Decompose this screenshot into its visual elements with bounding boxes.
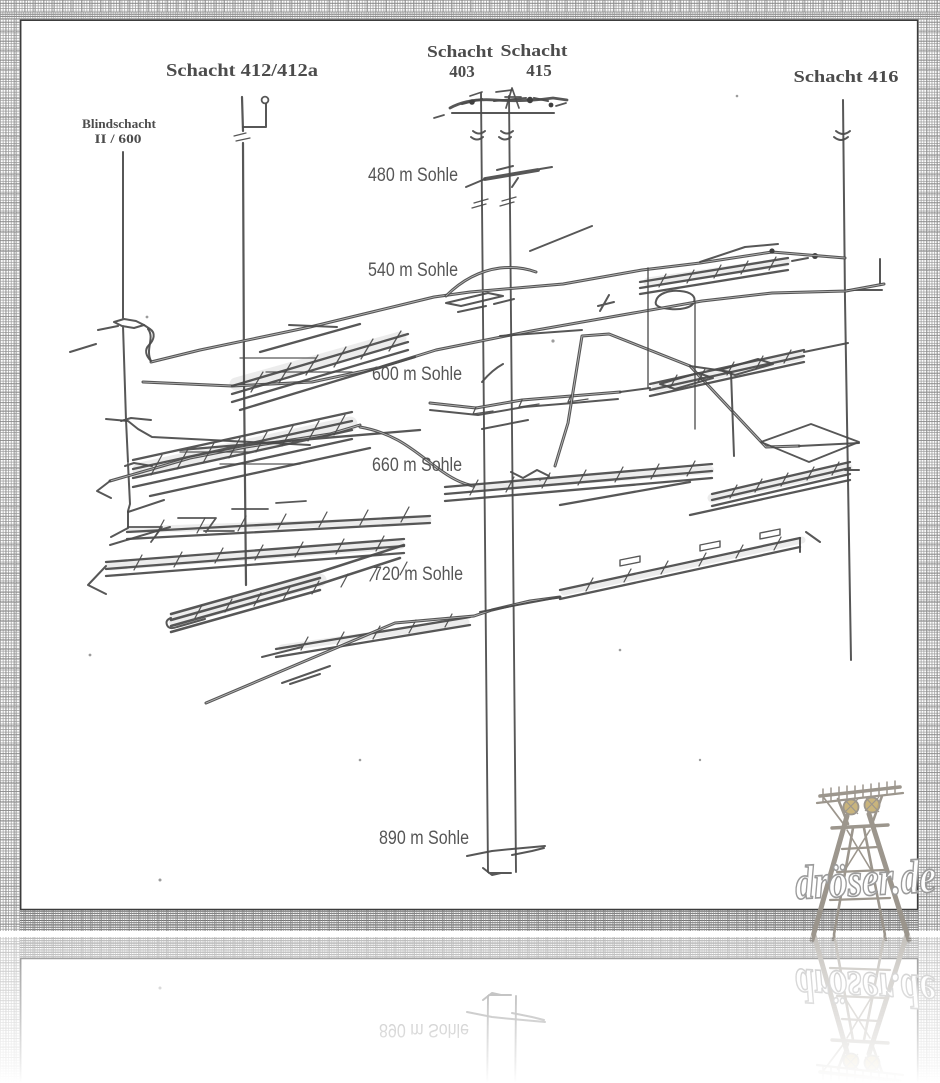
svg-text:600 m Sohle: 600 m Sohle: [372, 364, 462, 385]
svg-text:Schacht 412/412a: Schacht 412/412a: [166, 60, 318, 80]
svg-text:660 m Sohle: 660 m Sohle: [372, 455, 462, 476]
svg-text:Blindschacht: Blindschacht: [82, 116, 157, 131]
svg-text:Schacht: Schacht: [501, 41, 568, 60]
svg-text:890 m Sohle: 890 m Sohle: [379, 828, 469, 849]
svg-text:480 m Sohle: 480 m Sohle: [368, 165, 458, 186]
svg-text:415: 415: [526, 61, 552, 80]
svg-text:540 m Sohle: 540 m Sohle: [368, 260, 458, 281]
svg-text:Schacht 416: Schacht 416: [794, 67, 899, 86]
svg-text:II / 600: II / 600: [95, 131, 142, 146]
svg-text:403: 403: [449, 62, 475, 81]
svg-text:dröser.de: dröser.de: [794, 850, 938, 910]
svg-text:Schacht: Schacht: [427, 42, 493, 61]
svg-text:720 m Sohle: 720 m Sohle: [373, 564, 463, 585]
